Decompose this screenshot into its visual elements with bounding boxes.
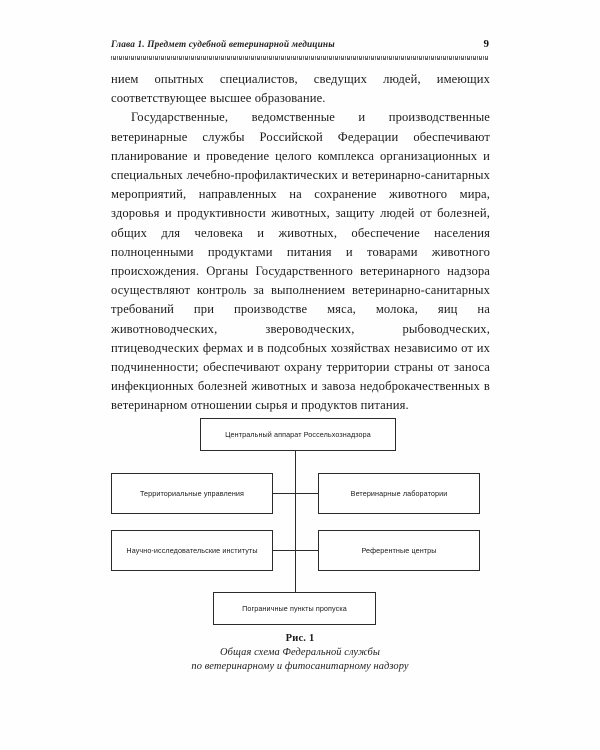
body-text: нием опытных специалистов, сведущих люде…	[111, 70, 490, 416]
node-reference-centers-label: Референтные центры	[361, 546, 437, 555]
node-central-apparatus: Центральный аппарат Россельхознадзора	[200, 418, 396, 451]
paragraph-state-veterinary-services: Государственные, ведомственные и произво…	[111, 110, 490, 413]
node-research-institutes: Научно-исследовательские институты	[111, 530, 273, 571]
connector-institutes	[273, 550, 296, 552]
running-head: Глава 1. Предмет судебной ветеринарной м…	[111, 38, 489, 50]
connector-vertical-spine	[295, 451, 297, 592]
node-territorial-administrations: Территориальные управления	[111, 473, 273, 514]
header-rule-divider	[111, 56, 489, 60]
node-veterinary-laboratories: Ветеринарные лаборатории	[318, 473, 480, 514]
node-territorial-administrations-label: Территориальные управления	[139, 489, 245, 498]
figure-caption-number: Рис. 1	[285, 633, 315, 644]
running-head-title: Глава 1. Предмет судебной ветеринарной м…	[111, 40, 335, 50]
node-reference-centers: Референтные центры	[318, 530, 480, 571]
figure-caption-line-2: по ветеринарному и фитосанитарному надзо…	[191, 660, 409, 672]
node-veterinary-laboratories-label: Ветеринарные лаборатории	[350, 489, 448, 498]
connector-territorial	[273, 493, 296, 495]
page-number: 9	[483, 38, 490, 50]
figure-caption-line-1: Общая схема Федеральной службы	[220, 647, 380, 658]
connector-reference-centers	[295, 550, 319, 552]
figure-caption: Рис. 1 Общая схема Федеральной службы по…	[111, 632, 489, 673]
node-border-checkpoints: Пограничные пункты пропуска	[213, 592, 376, 625]
connector-laboratories	[295, 493, 319, 495]
node-research-institutes-label: Научно-исследовательские институты	[126, 546, 258, 555]
paragraph-continuation: нием опытных специалистов, сведущих люде…	[111, 72, 490, 106]
node-central-apparatus-label: Центральный аппарат Россельхознадзора	[225, 430, 371, 439]
node-border-checkpoints-label: Пограничные пункты пропуска	[242, 604, 347, 613]
